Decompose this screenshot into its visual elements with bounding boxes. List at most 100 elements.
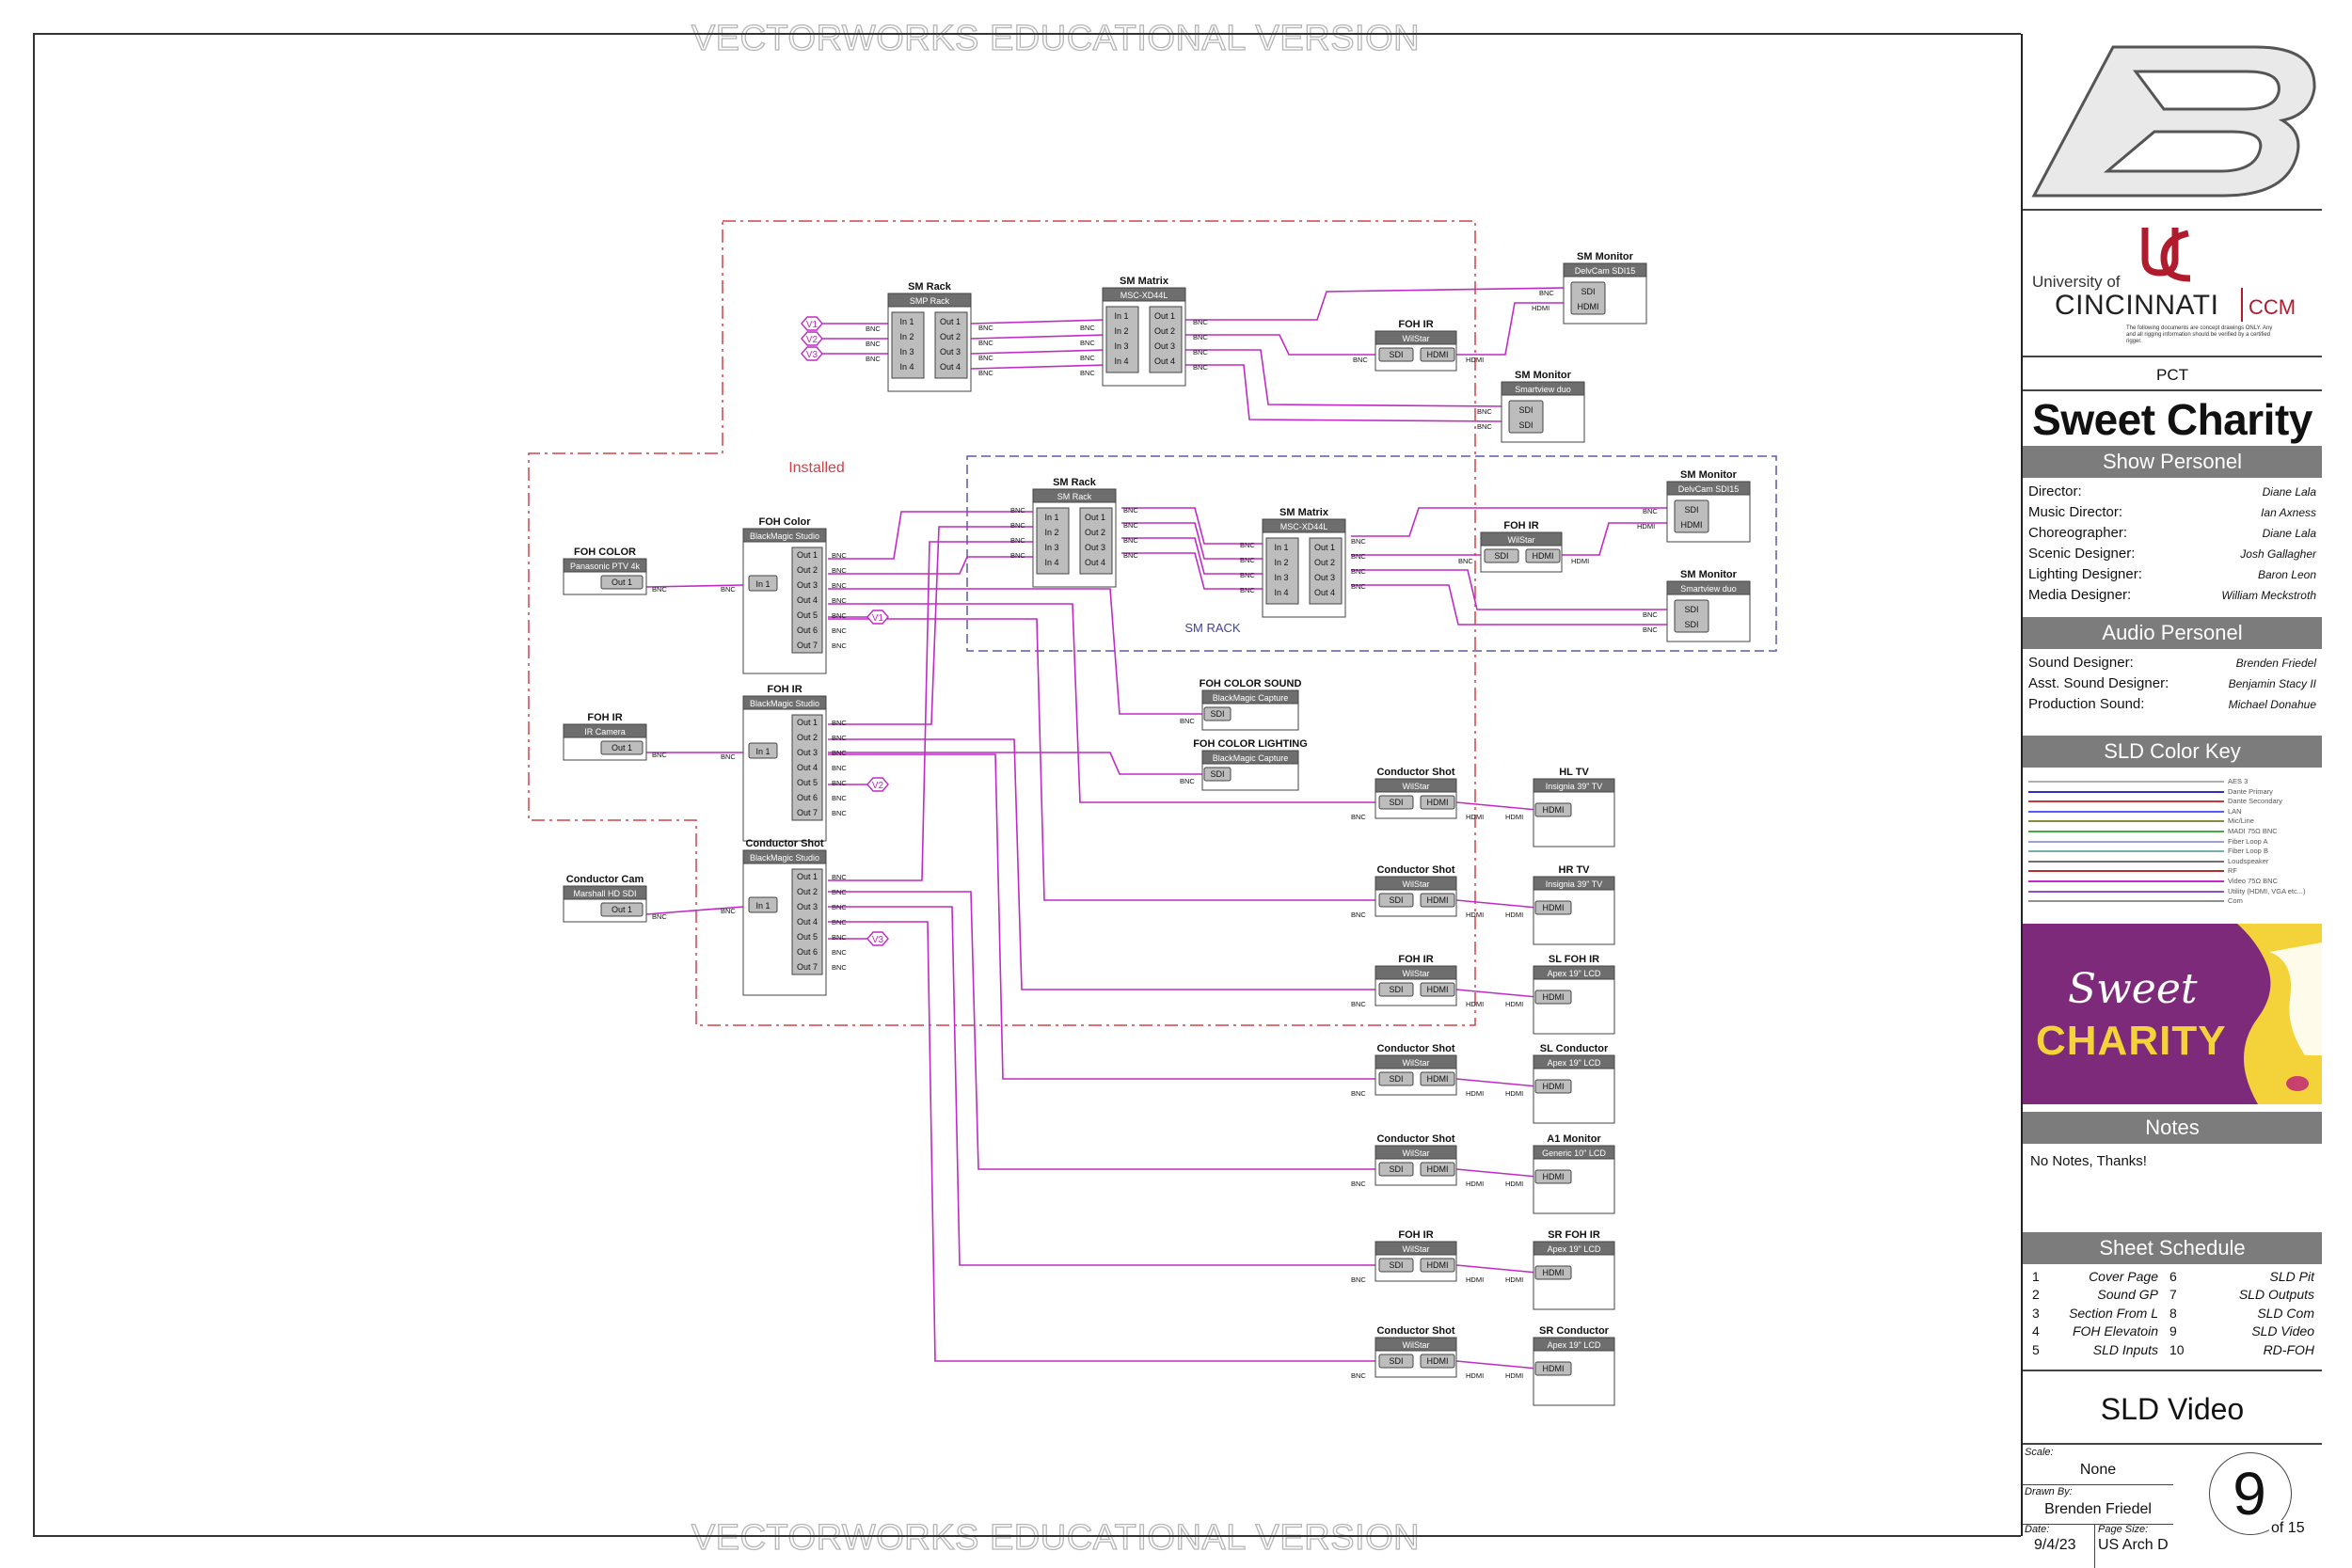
matrix-to-monitor-wire — [1185, 287, 1568, 321]
connector-label: BNC — [832, 779, 847, 787]
title-block: University of CINCINNATI CCM The followi… — [2021, 34, 2322, 1568]
connector-label: BNC — [1010, 536, 1025, 545]
output-display-model: Apex 19" LCD — [1548, 969, 1601, 978]
output-sdi-port-label: SDI — [1389, 798, 1403, 807]
color-key-row: Dante Secondary — [2028, 797, 2316, 807]
video-tag-label: V2 — [806, 335, 818, 345]
smp-rack-out-port: Out 3 — [940, 347, 961, 356]
output-display-model: Apex 19" LCD — [1548, 1340, 1601, 1350]
display-hdmi-port — [1534, 1265, 1572, 1280]
connector-label: BNC — [1123, 536, 1138, 545]
personel-role: Media Designer: — [2028, 587, 2132, 603]
watermark-text-bottom: VECTORWORKS EDUCATIONAL VERSION — [691, 1517, 1421, 1558]
sm-matrix-rack-in-port: In 3 — [1274, 573, 1288, 582]
output-converter-title: FOH IR — [1398, 1229, 1433, 1241]
notes-text: No Notes, Thanks! — [2030, 1153, 2147, 1169]
sm-matrix-top-out-port: Out 2 — [1154, 326, 1175, 336]
sm-matrix-top-in-port: In 3 — [1114, 341, 1128, 351]
studio-to-rack-wire — [828, 541, 1037, 881]
connector-label: BNC — [1240, 556, 1255, 564]
sm-matrix-rack-out-block — [1309, 537, 1343, 605]
schedule-name: SLD Video — [2251, 1323, 2314, 1339]
source-to-studio-wire — [645, 584, 744, 588]
connector-label: BNC — [1351, 813, 1366, 821]
rack-to-matrix-wire — [1121, 507, 1266, 545]
output-sdi-port — [1378, 982, 1414, 997]
rack-to-matrix-wire — [970, 319, 1107, 325]
connector-label: BNC — [1351, 1180, 1366, 1188]
connector-label: HDMI — [1505, 1000, 1523, 1008]
converter-to-display-wire — [1455, 899, 1538, 909]
studio-out-block — [791, 868, 823, 975]
connector-label: HDMI — [1466, 1275, 1484, 1284]
sm-rack-in-port: In 4 — [1044, 558, 1058, 567]
personel-role: Choreographer: — [2028, 525, 2128, 541]
watermark-top: VECTORWORKS EDUCATIONAL VERSION — [0, 18, 2352, 59]
studio-out-block — [791, 714, 823, 821]
personel-role: Scenic Designer: — [2028, 546, 2136, 562]
drawn-value: Brenden Friedel — [2044, 1501, 2152, 1517]
output-display-model: Apex 19" LCD — [1548, 1244, 1601, 1254]
capture-device-model: BlackMagic Capture — [1213, 753, 1289, 763]
output-sdi-port — [1378, 795, 1414, 810]
date-label: Date: — [2025, 1524, 2050, 1535]
sheet-info: Scale: None Drawn By: Brenden Friedel 9 … — [2023, 1443, 2322, 1538]
schedule-name: SLD Pit — [2269, 1269, 2314, 1284]
connector-label: BNC — [1193, 363, 1208, 372]
connector-label: BNC — [1080, 339, 1095, 347]
color-key-row: Video 75Ω BNC — [2028, 877, 2316, 887]
display-hdmi-port — [1534, 1169, 1572, 1184]
color-key-row: Fiber Loop A — [2028, 837, 2316, 847]
studio-out-port: Out 1 — [797, 550, 818, 560]
output-hdmi-port — [1420, 982, 1455, 997]
color-key-swatch — [2028, 870, 2224, 873]
video-tag — [801, 331, 823, 346]
sm-rack-in-port: In 3 — [1044, 543, 1058, 552]
sheet-number: 9 — [2233, 1460, 2266, 1528]
sm-rack-model: SM Rack — [1057, 492, 1092, 501]
connector-label: BNC — [832, 641, 847, 650]
show-title: Sweet Charity — [2023, 389, 2322, 446]
smp-rack-in-port: In 2 — [899, 332, 914, 341]
video-tag — [866, 777, 889, 792]
connector-label: BNC — [832, 749, 847, 757]
scale-value: None — [2079, 1462, 2117, 1478]
matrix-to-converter-wire — [1185, 334, 1379, 356]
sm-matrix-rack-model: MSC-XD44L — [1280, 522, 1328, 531]
personel-row: Music Director:Ian Axness — [2028, 502, 2316, 523]
capture-sdi-port-label: SDI — [1210, 769, 1224, 779]
schedule-name: RD-FOH — [2263, 1341, 2314, 1357]
output-display-title: HL TV — [1559, 767, 1589, 778]
converter-sdi-port-label: SDI — [1389, 350, 1403, 359]
studio-out-port: Out 2 — [797, 733, 818, 742]
video-tag — [801, 316, 823, 331]
poster-title-1: Sweet — [2068, 965, 2198, 1013]
poster-title-2: CHARITY — [2036, 1018, 2227, 1064]
source-out-port — [600, 902, 644, 917]
sm-matrix-rack-in-port: In 4 — [1274, 588, 1288, 597]
output-converter-model: WilStar — [1403, 1058, 1430, 1068]
connector-label: BNC — [1351, 1371, 1366, 1380]
source-camera-model: Marshall HD SDI — [573, 889, 636, 898]
matrix-to-smartview-wire — [1351, 584, 1671, 626]
connector-label: BNC — [1193, 333, 1208, 341]
studio-out-port: Out 6 — [797, 947, 818, 957]
schedule-number: 10 — [2169, 1341, 2185, 1357]
output-sdi-port — [1378, 1354, 1414, 1369]
connector-label: HDMI — [1637, 522, 1655, 531]
color-key-label: Mic/Line — [2228, 816, 2254, 826]
output-display-model: Insignia 39" TV — [1546, 782, 1603, 791]
output-converter-title: Conductor Shot — [1376, 1043, 1454, 1054]
audio-personel-heading: Audio Personel — [2023, 617, 2322, 649]
video-tag — [866, 931, 889, 946]
installed-zone — [528, 220, 1476, 1026]
converter-hdmi-port — [1525, 548, 1561, 563]
output-display-title: HR TV — [1559, 864, 1591, 876]
connector-label: BNC — [1643, 626, 1658, 634]
output-converter-title: Conductor Shot — [1376, 767, 1454, 778]
sm-monitor-delvcam-rack-port-block — [1674, 499, 1709, 533]
connector-label: BNC — [866, 355, 881, 363]
personel-role: Music Director: — [2028, 504, 2123, 520]
sm-matrix-top-in-block — [1105, 306, 1139, 373]
